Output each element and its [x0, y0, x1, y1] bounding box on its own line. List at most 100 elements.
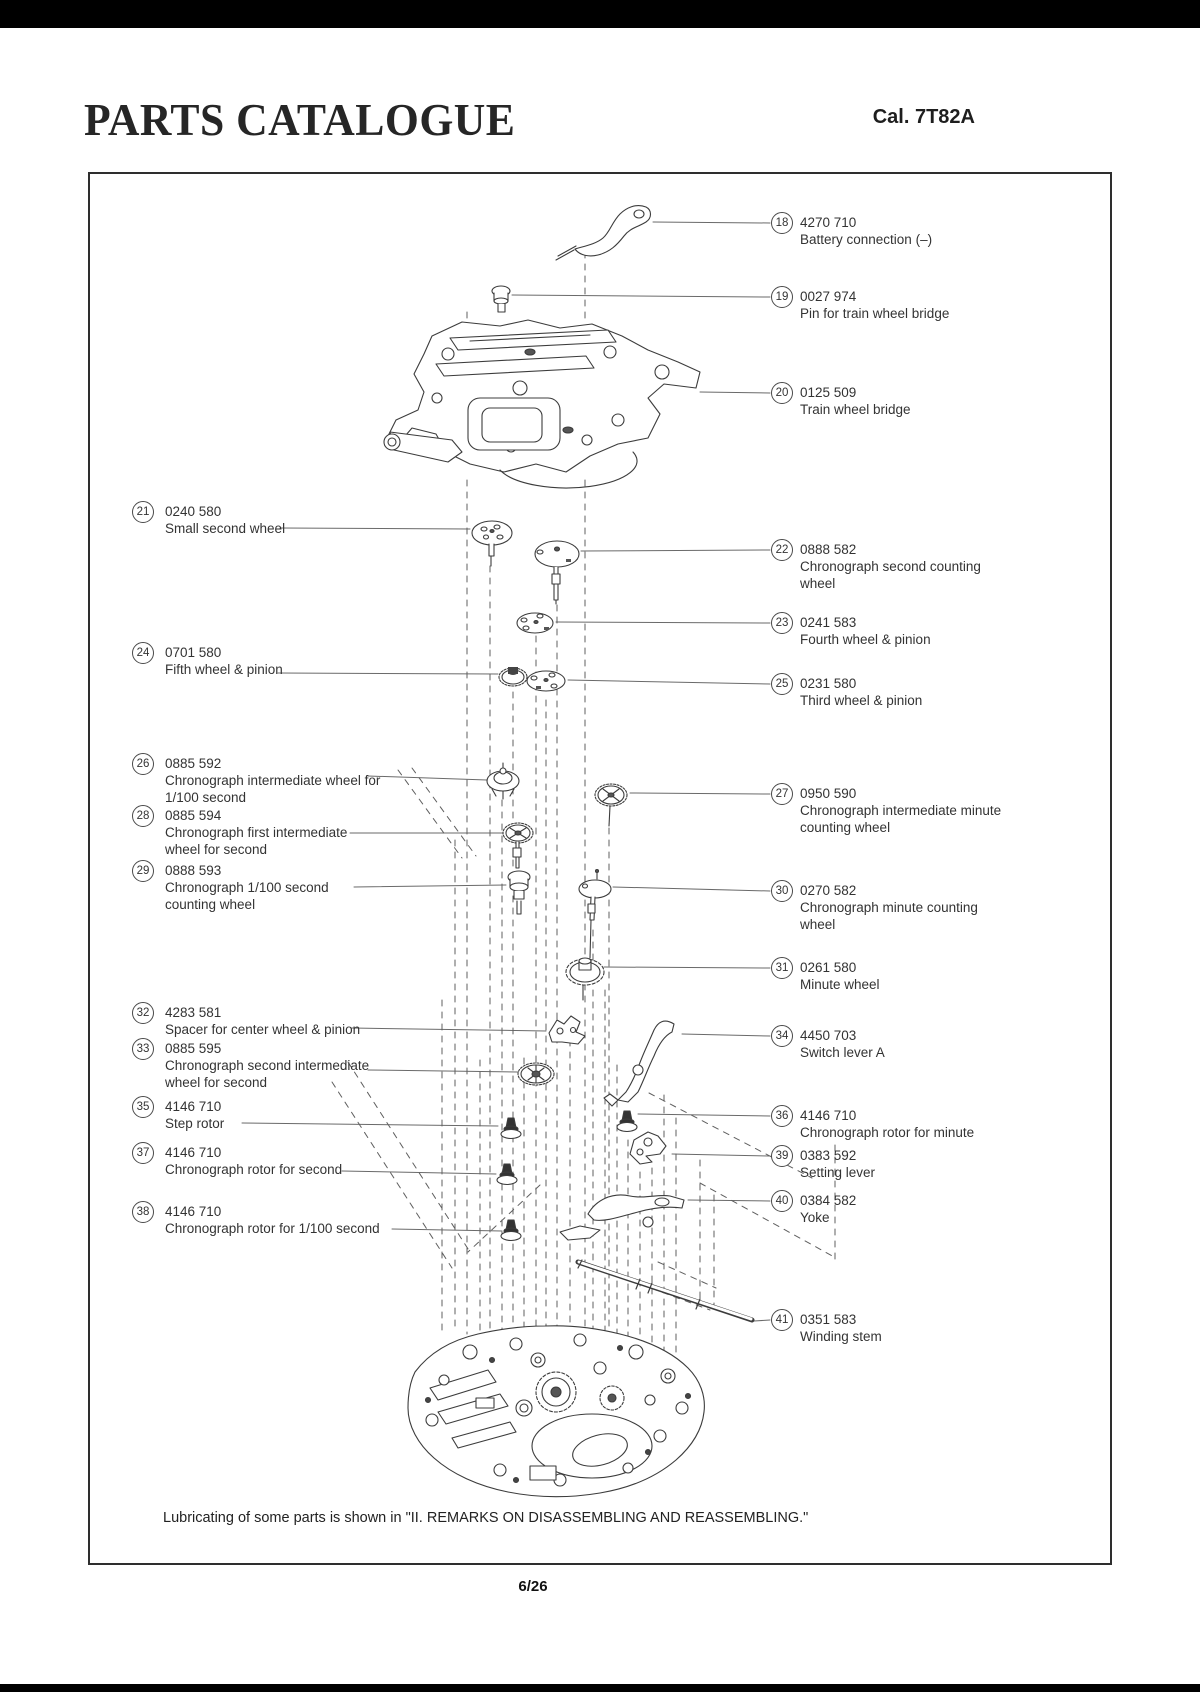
- part-number-bubble: 25: [771, 673, 793, 695]
- part-number-bubble: 29: [132, 860, 154, 882]
- part-code: 0885 595: [165, 1041, 222, 1056]
- part-code: 0888 582: [800, 542, 857, 557]
- part-number-bubble: 27: [771, 783, 793, 805]
- part-number-bubble: 31: [771, 957, 793, 979]
- part-description: Small second wheel: [165, 521, 286, 536]
- part-code: 0351 583: [800, 1312, 857, 1327]
- part-description: Switch lever A: [800, 1045, 885, 1060]
- chrono-rotor-minute-drawing: [616, 1110, 638, 1133]
- chrono-second-counting-wheel-drawing: [534, 540, 580, 605]
- chrono-rotor-second-drawing: [496, 1163, 518, 1186]
- part-code: 4450 703: [800, 1028, 857, 1043]
- part-description: Chronograph minute counting wheel: [800, 900, 978, 932]
- part-code: 4146 710: [800, 1108, 857, 1123]
- center-wheel-spacer-drawing: [548, 1015, 586, 1045]
- part-code: 0885 592: [165, 756, 222, 771]
- part-description: Chronograph first intermediate wheel for…: [165, 825, 348, 857]
- part-code: 0261 580: [800, 960, 857, 975]
- chrono-100-counting-wheel-drawing: [507, 870, 531, 915]
- part-number-bubble: 35: [132, 1096, 154, 1118]
- part-number-bubble: 41: [771, 1309, 793, 1331]
- chrono-intermediate-wheel-100-drawing: [486, 762, 520, 800]
- chrono-first-intermediate-wheel-drawing: [502, 822, 534, 869]
- minute-wheel-drawing: [565, 957, 605, 1001]
- part-number-bubble: 23: [771, 612, 793, 634]
- fourth-wheel-drawing: [516, 612, 554, 634]
- part-number-bubble: 36: [771, 1105, 793, 1127]
- part-number-bubble: 32: [132, 1002, 154, 1024]
- switch-lever-a-drawing: [603, 1020, 675, 1107]
- part-description: Chronograph second counting wheel: [800, 559, 981, 591]
- main-plate-drawing: [407, 1325, 705, 1498]
- part-number-bubble: 37: [132, 1142, 154, 1164]
- part-description: Third wheel & pinion: [800, 693, 923, 708]
- part-number-bubble: 34: [771, 1025, 793, 1047]
- step-rotor-drawing: [500, 1117, 522, 1140]
- part-code: 0950 590: [800, 786, 857, 801]
- part-code: 0231 580: [800, 676, 857, 691]
- part-code: 0885 594: [165, 808, 222, 823]
- part-description: Chronograph rotor for 1/100 second: [165, 1221, 380, 1236]
- part-number-bubble: 22: [771, 539, 793, 561]
- part-description: Chronograph rotor for minute: [800, 1125, 975, 1140]
- battery-connection-drawing: [555, 205, 652, 261]
- part-code: 0383 592: [800, 1148, 857, 1163]
- setting-lever-drawing: [629, 1131, 667, 1165]
- fifth-wheel-drawing: [498, 667, 528, 687]
- bottom-black-bar: [0, 1684, 1200, 1692]
- part-code: 4283 581: [165, 1005, 222, 1020]
- small-second-wheel-drawing: [471, 520, 513, 567]
- part-description: Winding stem: [800, 1329, 882, 1344]
- part-code: 4146 710: [165, 1204, 222, 1219]
- part-number-bubble: 21: [132, 501, 154, 523]
- part-number-bubble: 38: [132, 1201, 154, 1223]
- part-code: 4146 710: [165, 1099, 222, 1114]
- top-black-bar: [0, 0, 1200, 28]
- part-number-bubble: 18: [771, 212, 793, 234]
- part-number-bubble: 19: [771, 286, 793, 308]
- chrono-rotor-100-drawing: [500, 1219, 522, 1242]
- part-number-bubble: 28: [132, 805, 154, 827]
- page-number: 6/26: [518, 1578, 548, 1595]
- yoke-drawing: [559, 1194, 685, 1241]
- part-description: Chronograph intermediate minute counting…: [800, 803, 1002, 835]
- bridge-pin-drawing: [491, 285, 511, 313]
- chrono-minute-counting-wheel-drawing: [578, 868, 612, 959]
- part-number-bubble: 39: [771, 1145, 793, 1167]
- part-description: Minute wheel: [800, 977, 880, 992]
- part-number-bubble: 33: [132, 1038, 154, 1060]
- part-code: 0888 593: [165, 863, 222, 878]
- part-code: 0270 582: [800, 883, 857, 898]
- part-description: Spacer for center wheel & pinion: [165, 1022, 361, 1037]
- chrono-second-intermediate-wheel-drawing: [517, 1062, 555, 1086]
- part-description: Battery connection (–): [800, 232, 933, 247]
- train-wheel-bridge-drawing: [383, 319, 701, 489]
- part-number-bubble: 20: [771, 382, 793, 404]
- diagram-frame: [88, 172, 1112, 1565]
- chrono-intermediate-minute-counting-wheel-drawing: [594, 783, 628, 827]
- part-description: Train wheel bridge: [800, 402, 911, 417]
- part-description: Chronograph 1/100 second counting wheel: [165, 880, 329, 912]
- part-description: Chronograph rotor for second: [165, 1162, 343, 1177]
